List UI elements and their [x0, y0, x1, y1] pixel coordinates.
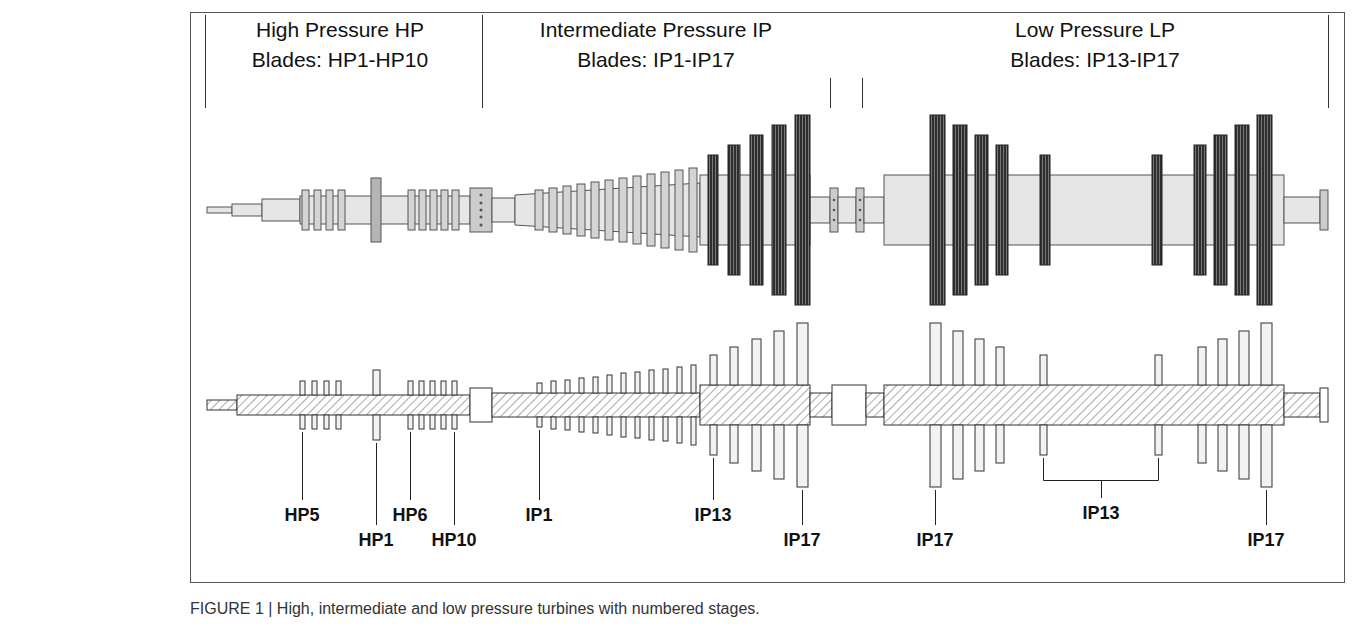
callout-number: IP13: [694, 505, 731, 526]
section-heading: Blades: IP1-IP17: [577, 48, 735, 72]
section-heading: Intermediate Pressure IP: [540, 18, 772, 42]
figure-caption: FIGURE 1 | High, intermediate and low pr…: [190, 600, 760, 618]
section-heading: Blades: HP1-HP10: [252, 48, 428, 72]
callout-number: IP1: [525, 505, 552, 526]
section-dividers: [206, 15, 1329, 108]
callout-number: IP13: [1082, 503, 1119, 524]
callout-number: HP5: [284, 505, 319, 526]
callout-number: IP17: [1247, 530, 1284, 551]
section-heading: High Pressure HP: [256, 18, 424, 42]
callout-number: HP1: [358, 530, 393, 551]
callout-number: HP6: [392, 505, 427, 526]
rotor-blades: [302, 168, 697, 252]
leader-lines: [303, 430, 1267, 525]
section-heading: Low Pressure LP: [1015, 18, 1175, 42]
callout-number: IP17: [783, 530, 820, 551]
callout-number: HP10: [431, 530, 476, 551]
section-heading: Blades: IP13-IP17: [1010, 48, 1179, 72]
figure-frame: [191, 13, 1345, 583]
large-blades: [708, 115, 1272, 305]
callout-number: IP17: [916, 530, 953, 551]
section-blades: [300, 323, 1272, 487]
